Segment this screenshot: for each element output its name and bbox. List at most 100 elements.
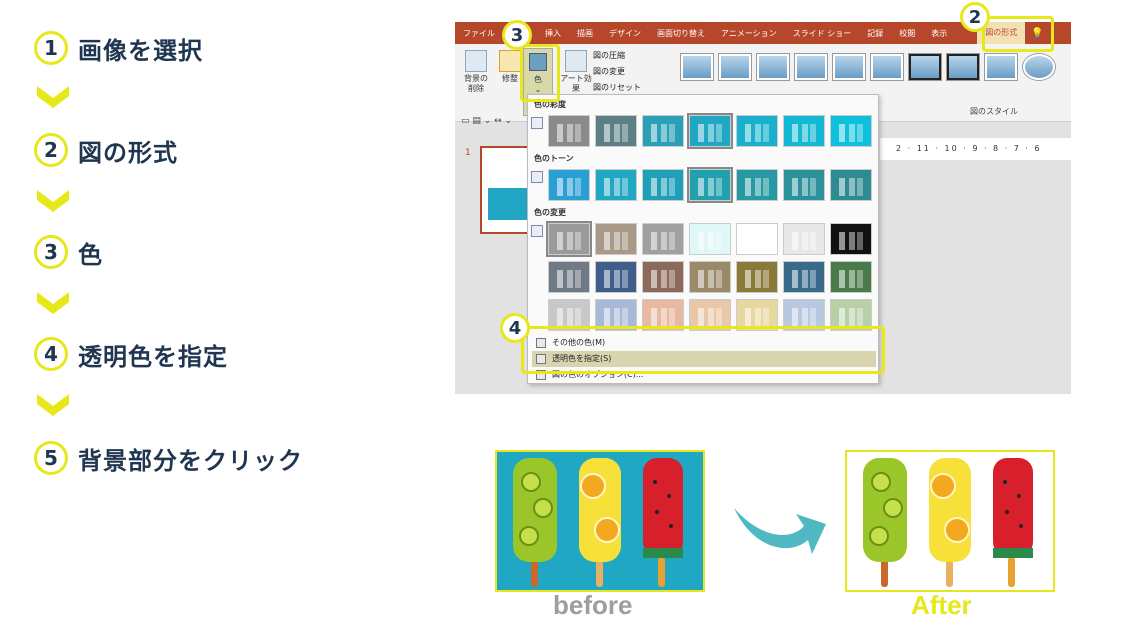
color-swatch[interactable] (830, 261, 872, 293)
color-swatch[interactable] (830, 223, 872, 255)
color-swatch[interactable] (595, 261, 637, 293)
color-swatch[interactable] (548, 261, 590, 293)
color-swatch[interactable] (642, 299, 684, 331)
color-swatch[interactable] (783, 223, 825, 255)
lightbulb-icon[interactable]: 💡 (1031, 27, 1044, 39)
reset-picture-button[interactable]: 図のリセット (593, 83, 641, 92)
remove-background-button[interactable]: 背景の 削除 (461, 50, 491, 94)
step-label: 透明色を指定 (78, 342, 228, 371)
picture-style[interactable] (719, 54, 751, 80)
color-swatch[interactable] (783, 169, 825, 201)
color-swatch[interactable] (546, 221, 592, 257)
color-swatch[interactable] (689, 223, 731, 255)
step-label: 画像を選択 (78, 36, 203, 65)
color-swatch[interactable] (642, 223, 684, 255)
step-4: 4 透明色を指定 (34, 334, 228, 374)
tab-design[interactable]: デザイン (609, 28, 641, 38)
step-number: 5 (34, 441, 68, 475)
tab-draw[interactable]: 描画 (577, 28, 593, 38)
chevron-down-icon (37, 86, 69, 108)
picture-styles-gallery (681, 54, 1055, 80)
color-swatch[interactable] (642, 115, 684, 147)
step-label: 色 (78, 240, 103, 269)
after-image (845, 450, 1055, 592)
color-swatch[interactable] (830, 169, 872, 201)
section-recolor: 色の変更 (534, 208, 566, 217)
recolor-swatches (546, 221, 872, 257)
highlight-color-button (520, 44, 560, 102)
color-swatch[interactable] (736, 169, 778, 201)
before-image (495, 450, 705, 592)
color-swatch[interactable] (687, 113, 733, 149)
color-swatch[interactable] (830, 299, 872, 331)
picture-style[interactable] (985, 54, 1017, 80)
picture-style[interactable] (795, 54, 827, 80)
color-swatch[interactable] (595, 115, 637, 147)
styles-group-label: 図のスタイル (970, 107, 1018, 116)
highlight-picture-format-tab (982, 16, 1054, 52)
step-1: 1 画像を選択 (34, 28, 203, 68)
step-label: 図の形式 (78, 138, 178, 167)
thumbnail-image (488, 188, 532, 220)
color-swatch[interactable] (689, 261, 731, 293)
picture-style[interactable] (833, 54, 865, 80)
color-swatch[interactable] (548, 169, 590, 201)
set-transparent-color-menu-item[interactable]: 透明色を指定(S) (532, 351, 876, 367)
tab-transitions[interactable]: 画面切り替え (657, 28, 705, 38)
tab-view[interactable]: 表示 (931, 28, 948, 38)
section-tone: 色のトーン (534, 154, 574, 163)
color-swatch[interactable] (689, 299, 731, 331)
color-swatch[interactable] (736, 115, 778, 147)
picture-style[interactable] (909, 54, 941, 80)
color-swatch[interactable] (736, 223, 778, 255)
tone-icon (531, 171, 543, 183)
adjust-commands: 図の圧縮 図の変更 図のリセット (593, 48, 641, 96)
picture-style[interactable] (681, 54, 713, 80)
tab-review[interactable]: 校閲 (899, 28, 916, 38)
color-swatch[interactable] (783, 115, 825, 147)
color-swatch[interactable] (642, 169, 684, 201)
picture-style[interactable] (1023, 54, 1055, 80)
step-number: 4 (34, 337, 68, 371)
picture-style[interactable] (947, 54, 979, 80)
color-swatch[interactable] (783, 261, 825, 293)
marker-2: 2 (960, 2, 990, 32)
color-swatch[interactable] (736, 261, 778, 293)
picture-style[interactable] (757, 54, 789, 80)
color-swatch[interactable] (736, 299, 778, 331)
picture-color-options-menu-item[interactable]: 図の色のオプション(C)... (532, 367, 876, 383)
quick-toolbar: ▭ ▤ ⌄ ↔ ⌄ (461, 116, 513, 126)
tab-file[interactable]: ファイル (463, 28, 495, 38)
saturation-swatches (548, 113, 872, 149)
step-number: 2 (34, 133, 68, 167)
tab-animations[interactable]: アニメーション (721, 28, 777, 38)
compress-pictures-button[interactable]: 図の圧縮 (593, 51, 625, 60)
recolor-swatches (548, 261, 872, 293)
more-colors-menu-item[interactable]: その他の色(M) (532, 335, 876, 351)
change-picture-button[interactable]: 図の変更 (593, 67, 625, 76)
color-swatch[interactable] (595, 169, 637, 201)
recolor-icon (531, 225, 543, 237)
slide-number: 1 (465, 148, 471, 158)
color-swatch[interactable] (642, 261, 684, 293)
ruler: 2 · 11 · 10 · 9 · 8 · 7 · 6 (880, 138, 1071, 160)
color-swatch[interactable] (783, 299, 825, 331)
tab-insert[interactable]: 挿入 (545, 28, 561, 38)
recolor-swatches (548, 299, 872, 331)
palette-icon (536, 338, 546, 348)
color-swatch[interactable] (548, 299, 590, 331)
color-swatch[interactable] (548, 115, 590, 147)
arrow-right-icon (734, 508, 826, 554)
color-swatch[interactable] (687, 167, 733, 203)
color-swatch[interactable] (595, 223, 637, 255)
transparent-color-icon (536, 354, 546, 364)
artistic-effects-button[interactable]: アート効果 (559, 50, 593, 94)
picture-style[interactable] (871, 54, 903, 80)
section-saturation: 色の彩度 (534, 100, 566, 109)
color-swatch[interactable] (595, 299, 637, 331)
tab-picture-format[interactable]: 図の形式 (977, 22, 1026, 44)
color-swatch[interactable] (830, 115, 872, 147)
chevron-down-icon (37, 190, 69, 212)
tab-slideshow[interactable]: スライド ショー (792, 28, 852, 38)
tab-record[interactable]: 記録 (867, 28, 884, 38)
